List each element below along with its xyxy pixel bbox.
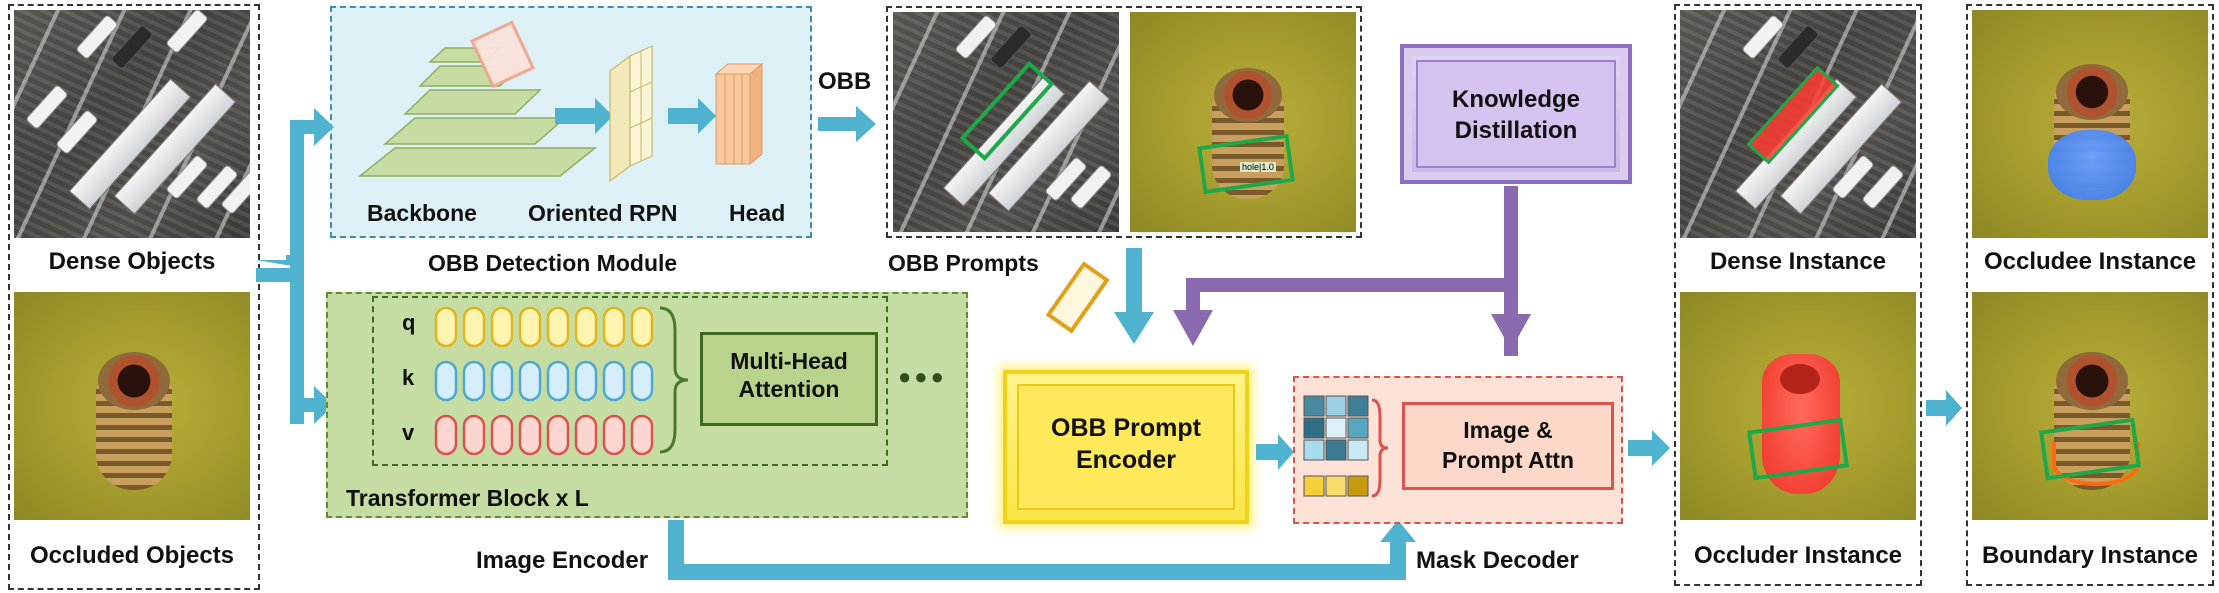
token-pill	[518, 306, 542, 348]
decoder-to-outputs-arrow-icon	[1628, 430, 1670, 466]
qkv-brace-icon	[659, 306, 689, 454]
image-encoder-label: Image Encoder	[476, 547, 649, 574]
head-label: Head	[729, 200, 786, 226]
image-prompt-attn-label: Image & Prompt Attn	[1441, 417, 1574, 473]
grid-cell	[1347, 395, 1369, 417]
token-pill	[462, 306, 486, 348]
dense-objects-label: Dense Objects	[48, 248, 216, 275]
occludee-instance-image	[1972, 10, 2208, 238]
token-pill	[574, 360, 598, 402]
token-pill	[602, 414, 626, 456]
obb-prompt-screw-image: hole|1.0	[1130, 12, 1356, 232]
token-pill	[630, 306, 654, 348]
obb-detection-graphics	[357, 20, 764, 183]
screw-tag: hole|1.0	[1240, 162, 1276, 172]
arrow-obb-to-prompts-icon	[818, 106, 876, 142]
prompt-box-icon	[1045, 261, 1110, 334]
grid-cell	[1325, 439, 1347, 461]
image-prompt-attn-box: Image & Prompt Attn	[1402, 402, 1614, 490]
grid-cell	[1347, 417, 1369, 439]
occluder-instance-label: Occluder Instance	[1693, 542, 1903, 569]
oriented-box-icon	[470, 20, 536, 89]
prompt-cell	[1303, 475, 1325, 497]
q-label: q	[402, 310, 416, 335]
arrow-rpn-head-icon	[668, 98, 716, 134]
input-branch-arrows-icon	[256, 108, 334, 424]
head-icon	[714, 62, 764, 166]
token-pill	[462, 360, 486, 402]
dense-instance-image	[1680, 10, 1916, 238]
token-pill	[490, 360, 514, 402]
occluder-instance-image	[1680, 292, 1916, 520]
knowledge-distillation-box[interactable]: Knowledge Distillation	[1400, 44, 1632, 184]
prompts-to-encoder-arrow-icon	[1114, 248, 1154, 344]
mask-decoder-label: Mask Decoder	[1416, 547, 1579, 574]
v-tokens	[434, 414, 654, 456]
multi-head-attention-label: Multi-Head Attention	[730, 348, 848, 402]
backbone-icon	[357, 47, 598, 177]
token-pill	[574, 414, 598, 456]
obb-prompt-encoder-label: OBB Prompt Encoder	[1051, 414, 1201, 474]
decoder-token-grid-icon	[1303, 395, 1389, 498]
obb-module-title: OBB Detection Module	[428, 250, 678, 276]
multi-head-attention-box: Multi-Head Attention	[700, 332, 878, 426]
token-pill	[546, 360, 570, 402]
encoder-to-decoder-arrow-icon	[668, 520, 1416, 580]
arrow-backbone-rpn-icon	[555, 98, 613, 134]
grid-cell	[1325, 395, 1347, 417]
knowledge-distillation-label: Knowledge Distillation	[1451, 86, 1580, 144]
occluded-objects-label: Occluded Objects	[29, 542, 235, 569]
qkv-token-graphics	[434, 306, 689, 456]
grid-cell	[1303, 439, 1325, 461]
prompt-cell	[1347, 475, 1369, 497]
encoder-to-decoder-small-arrow-icon	[1256, 434, 1294, 470]
token-pill	[490, 414, 514, 456]
grid-cell	[1347, 439, 1369, 461]
q-tokens	[434, 306, 654, 348]
boundary-instance-image	[1972, 292, 2208, 520]
dense-objects-image	[14, 10, 250, 238]
token-pill	[490, 306, 514, 348]
obb-prompt-aerial-image	[893, 12, 1119, 232]
instance-output-panel	[1674, 4, 1922, 586]
token-pill	[602, 360, 626, 402]
token-pill	[434, 306, 458, 348]
obb-arrow-label: OBB	[818, 68, 872, 95]
final-output-panel	[1966, 4, 2214, 586]
token-pill	[462, 414, 486, 456]
occluded-objects-image	[14, 292, 250, 520]
outputs-to-final-arrow-icon	[1926, 390, 1962, 426]
token-pill	[630, 414, 654, 456]
grid-cell	[1325, 417, 1347, 439]
token-pill	[630, 360, 654, 402]
backbone-label: Backbone	[367, 200, 477, 226]
boundary-instance-label: Boundary Instance	[1981, 542, 2199, 569]
token-pill	[518, 414, 542, 456]
oriented-rpn-label: Oriented RPN	[528, 200, 678, 226]
token-pill	[434, 414, 458, 456]
k-label: k	[402, 365, 415, 390]
obb-prompt-encoder[interactable]: OBB Prompt Encoder	[1003, 370, 1249, 524]
obb-prompts-label: OBB Prompts	[888, 250, 1039, 276]
distillation-arrows-icon	[1173, 186, 1531, 356]
token-pill	[434, 360, 458, 402]
token-pill	[574, 306, 598, 348]
transformer-block-title: Transformer Block x L	[346, 485, 589, 511]
token-pill	[546, 306, 570, 348]
token-pill	[518, 360, 542, 402]
input-panel	[8, 4, 260, 590]
obb-prompts-panel	[886, 6, 1362, 238]
dense-instance-label: Dense Instance	[1709, 248, 1887, 275]
grid-cell	[1303, 417, 1325, 439]
transformer-dots: ●●●	[898, 364, 947, 389]
k-tokens	[434, 360, 654, 402]
prompt-cell	[1325, 475, 1347, 497]
oriented-rpn-icon	[609, 45, 653, 183]
token-pill	[602, 306, 626, 348]
occludee-instance-label: Occludee Instance	[1983, 248, 2197, 275]
token-pill	[546, 414, 570, 456]
grid-cell	[1303, 395, 1325, 417]
transformer-inner-box	[372, 296, 888, 466]
v-label: v	[402, 420, 415, 445]
